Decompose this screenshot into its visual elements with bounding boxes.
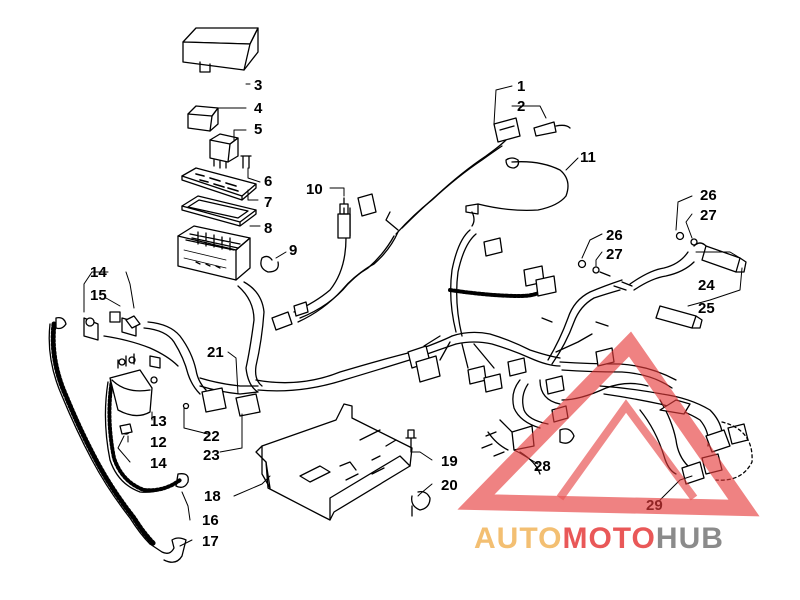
callout-14a: 14 <box>90 264 107 281</box>
callout-2: 2 <box>517 98 525 115</box>
ground-cable-part <box>465 157 569 227</box>
callout-23: 23 <box>203 447 220 464</box>
callout-25: 25 <box>698 300 715 317</box>
harness-connector-top <box>493 117 571 143</box>
watermark-logo: AUTOMOTOHUB <box>457 331 760 555</box>
callout-10: 10 <box>306 181 323 198</box>
bolt-part <box>405 429 417 453</box>
callout-15: 15 <box>90 287 107 304</box>
callout-27a: 27 <box>700 207 717 224</box>
callout-28: 28 <box>534 458 551 475</box>
battery-tray-part <box>255 403 413 521</box>
callout-6: 6 <box>264 173 272 190</box>
callout-26b: 26 <box>606 227 623 244</box>
callout-8: 8 <box>264 220 272 237</box>
callout-12: 12 <box>150 434 167 451</box>
leader-lines <box>83 83 743 547</box>
callout-16: 16 <box>202 512 219 529</box>
callout-11: 11 <box>580 149 596 166</box>
clip-ring-part <box>260 255 279 273</box>
watermark-triangle <box>457 331 760 517</box>
watermark-text-hub: HUB <box>656 522 724 555</box>
callout-19: 19 <box>441 453 458 470</box>
callout-27b: 27 <box>606 246 623 263</box>
relay-connectors <box>182 387 261 417</box>
callout-22: 22 <box>203 428 220 445</box>
relay-small-part <box>187 105 219 132</box>
battery-cables <box>48 316 207 563</box>
callout-14b: 14 <box>150 455 167 472</box>
callout-5: 5 <box>254 121 262 138</box>
fuse-block-part <box>177 225 251 281</box>
callout-17: 17 <box>202 533 219 550</box>
watermark-text-auto: AUTO <box>474 522 562 555</box>
fuse-part <box>240 155 252 169</box>
watermark-text: AUTOMOTOHUB <box>474 522 724 555</box>
callout-4: 4 <box>254 100 263 117</box>
terminal-nuts <box>85 315 141 435</box>
relay-part <box>209 133 239 169</box>
starter-solenoid-part <box>83 311 161 435</box>
sensor-part <box>337 193 377 239</box>
callout-3: 3 <box>254 77 262 94</box>
callout-labels: 1 2 3 4 5 6 7 8 9 10 11 12 13 14 14 15 1… <box>90 77 717 550</box>
gasket-part <box>181 195 257 227</box>
speed-sensor-parts <box>577 231 747 329</box>
callout-18: 18 <box>204 488 221 505</box>
callout-26a: 26 <box>700 187 717 204</box>
callout-1: 1 <box>517 78 525 95</box>
callout-24: 24 <box>698 277 715 294</box>
clip-part <box>411 490 431 517</box>
callout-7: 7 <box>264 194 272 211</box>
callout-9: 9 <box>289 242 297 259</box>
watermark-text-moto: MOTO <box>562 522 655 555</box>
callout-13: 13 <box>150 413 167 430</box>
callout-20: 20 <box>441 477 458 494</box>
callout-21: 21 <box>207 344 224 361</box>
fuse-panel-board-part <box>181 167 257 201</box>
fuse-box-cover-part <box>182 27 259 73</box>
